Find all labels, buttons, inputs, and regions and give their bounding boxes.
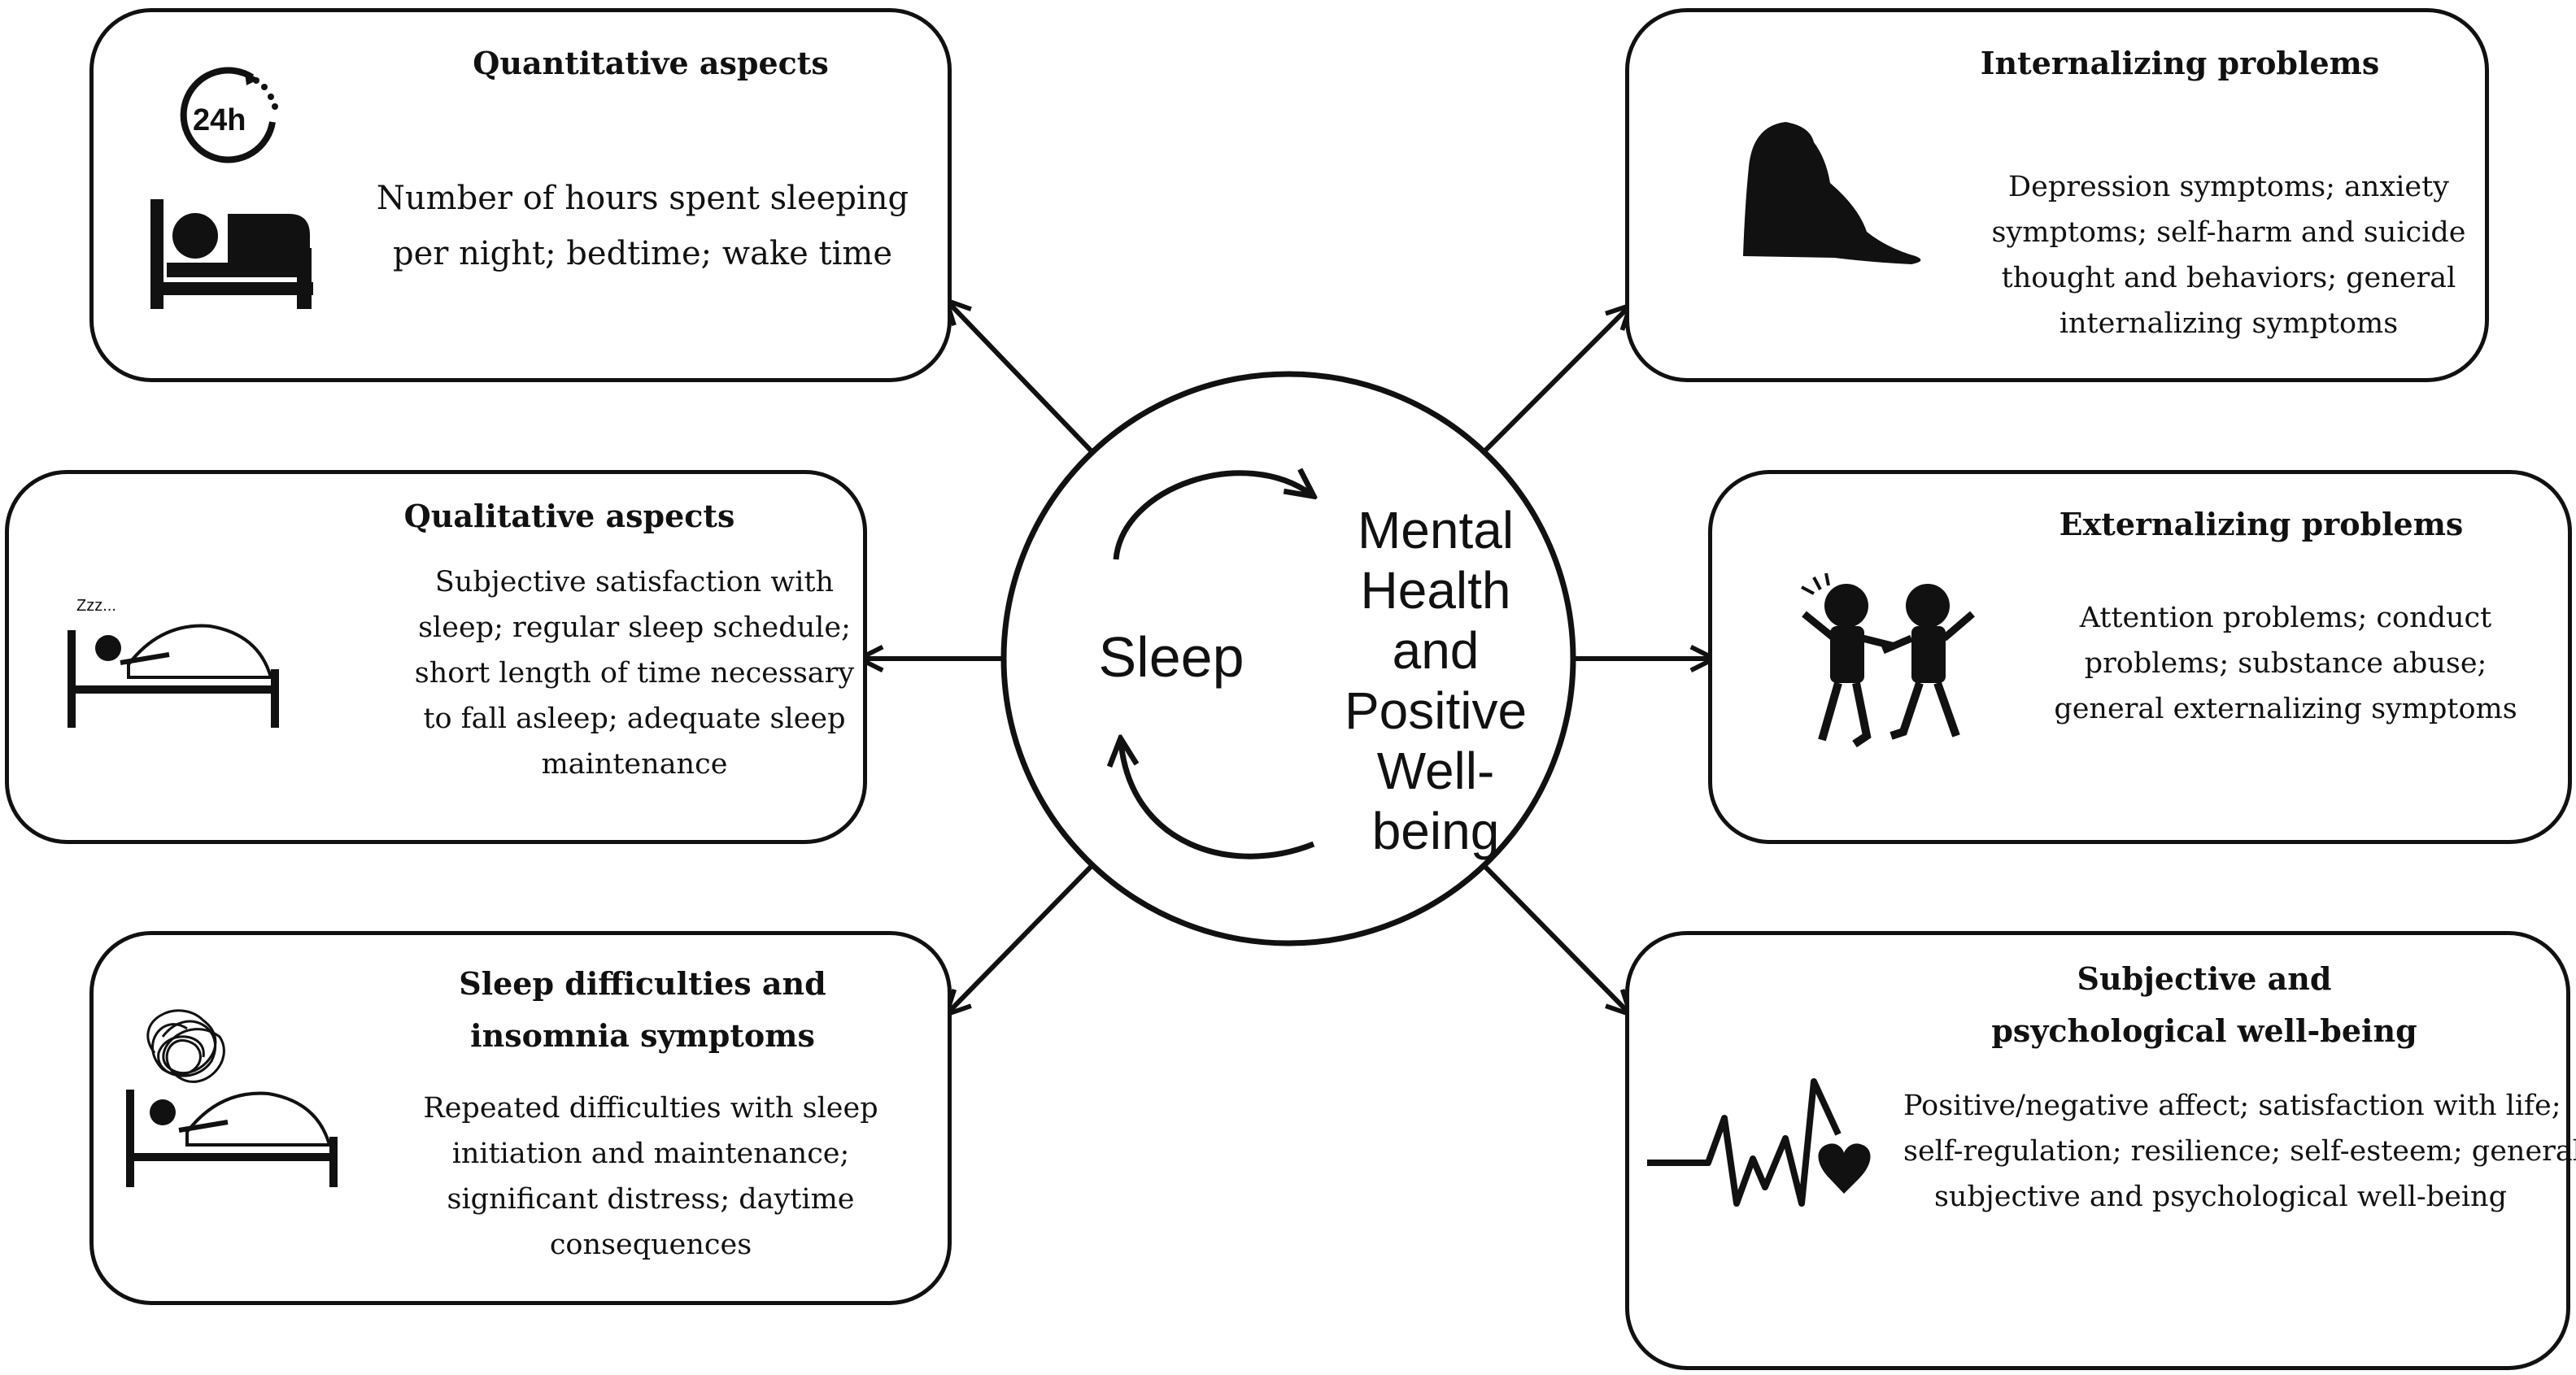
arrow-to-wellbeing bbox=[1482, 864, 1628, 1012]
text-line: initiation and maintenance; bbox=[451, 1138, 850, 1170]
text-line: Depression symptoms; anxiety bbox=[2008, 171, 2449, 203]
text-line: short length of time necessary bbox=[414, 657, 855, 690]
internalizing-title: Internalizing problems bbox=[1980, 45, 2380, 81]
sleep-label: Sleep bbox=[1098, 625, 1244, 689]
wellbeing-title: Subjective and psychological well-being bbox=[1911, 953, 2497, 1057]
heartbeat-heart-icon bbox=[1647, 1078, 1871, 1207]
qualitative-title: Qualitative aspects bbox=[403, 498, 735, 534]
mh-line: being bbox=[1371, 802, 1500, 860]
internalizing-text: Depression symptoms; anxiety symptoms; s… bbox=[1952, 164, 2505, 346]
mh-line: Well- bbox=[1376, 742, 1495, 800]
text-line: Number of hours spent sleeping bbox=[376, 180, 909, 217]
text-line: significant distress; daytime bbox=[447, 1183, 855, 1216]
mh-line: and bbox=[1392, 621, 1480, 680]
wellbeing-text: Positive/negative affect; satisfaction w… bbox=[1903, 1083, 2576, 1220]
bed-icon bbox=[150, 199, 313, 309]
mh-line: Health bbox=[1360, 561, 1511, 620]
mental-health-label: Mental Health and Positive Well- being bbox=[1318, 500, 1554, 861]
sad-sitting-person-icon bbox=[1743, 122, 1921, 264]
text-line: Repeated difficulties with sleep bbox=[423, 1092, 878, 1125]
text-line: internalizing symptoms bbox=[2059, 307, 2399, 340]
quantitative-text: Number of hours spent sleeping per night… bbox=[342, 171, 944, 281]
text-line: subjective and psychological well-being bbox=[1933, 1181, 2508, 1213]
externalizing-text: Attention problems; conduct problems; su… bbox=[2033, 595, 2538, 732]
text-line: Subjective satisfaction with bbox=[434, 566, 835, 598]
text-line: general externalizing symptoms bbox=[2054, 693, 2517, 725]
tangled-thoughts-icon bbox=[146, 1009, 225, 1083]
text-line: to fall asleep; adequate sleep bbox=[423, 703, 846, 735]
mh-line: Mental bbox=[1357, 501, 1515, 559]
difficulties-text: Repeated difficulties with sleep initiat… bbox=[390, 1086, 911, 1268]
title-line: Sleep difficulties and bbox=[459, 965, 826, 1002]
text-line: maintenance bbox=[541, 748, 728, 781]
qualitative-text: Subjective satisfaction with sleep; regu… bbox=[342, 559, 927, 787]
arrow-to-difficulties bbox=[948, 864, 1094, 1012]
quantitative-title: Quantitative aspects bbox=[473, 45, 829, 81]
title-line: Subjective and bbox=[2077, 960, 2332, 997]
arrow-to-quantitative bbox=[948, 302, 1094, 454]
title-line: psychological well-being bbox=[1991, 1012, 2417, 1049]
mh-line: Positive bbox=[1344, 681, 1528, 740]
clock-label: 24h bbox=[193, 103, 246, 137]
cycle-arrow-top bbox=[1113, 473, 1311, 560]
arrow-to-internalizing bbox=[1482, 307, 1628, 454]
sleeping-person-icon bbox=[126, 1090, 338, 1187]
text-line: self-regulation; resilience; self-esteem… bbox=[1903, 1135, 2576, 1168]
externalizing-title: Externalizing problems bbox=[2059, 506, 2464, 542]
text-line: consequences bbox=[549, 1229, 752, 1261]
text-line: problems; substance abuse; bbox=[2084, 647, 2487, 680]
text-line: Positive/negative affect; satisfaction w… bbox=[1903, 1090, 2561, 1122]
difficulties-title: Sleep difficulties and insomnia symptoms bbox=[358, 958, 927, 1062]
clock-24h-icon: 24h bbox=[180, 67, 278, 163]
fighting-children-icon bbox=[1801, 572, 1975, 748]
text-line: symptoms; self-harm and suicide bbox=[1991, 216, 2466, 249]
zzz-label: Zzz... bbox=[76, 597, 116, 615]
text-line: per night; bedtime; wake time bbox=[392, 235, 893, 272]
cycle-arrow-bottom bbox=[1121, 742, 1315, 859]
text-line: Attention problems; conduct bbox=[2079, 602, 2492, 634]
text-line: sleep; regular sleep schedule; bbox=[418, 611, 851, 644]
qualitative-box bbox=[5, 470, 867, 844]
text-line: thought and behaviors; general bbox=[2001, 262, 2456, 294]
title-line: insomnia symptoms bbox=[470, 1017, 815, 1054]
central-circle bbox=[1000, 371, 1576, 946]
sleeping-person-icon: Zzz... bbox=[68, 597, 279, 728]
